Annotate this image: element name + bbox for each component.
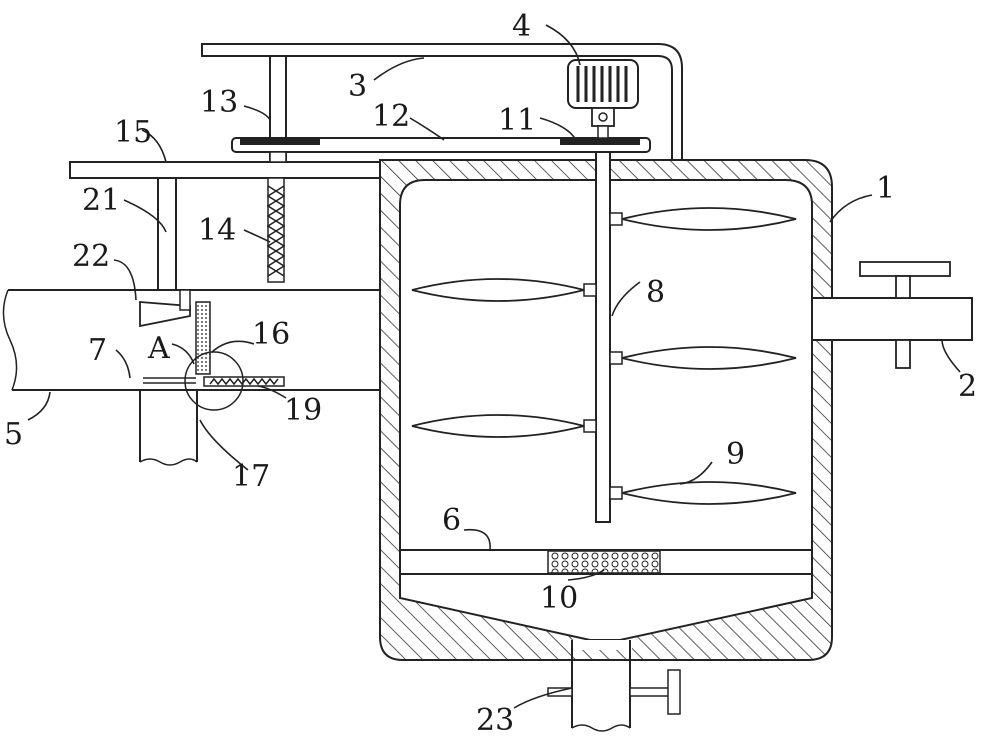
label-4: 4	[512, 9, 531, 44]
label-10: 10	[540, 581, 578, 616]
sieve-plate	[399, 549, 813, 575]
screw-rod	[266, 177, 286, 283]
spring	[209, 377, 279, 386]
inlet-pipe	[2, 289, 380, 466]
leader-lines	[27, 24, 961, 709]
label-17: 17	[232, 459, 270, 494]
gate-plate	[143, 377, 196, 384]
motor	[567, 59, 639, 139]
label-22: 22	[72, 239, 110, 274]
label-16: 16	[252, 317, 290, 352]
valve-handle	[667, 669, 681, 715]
label-11: 11	[498, 103, 536, 138]
label-8: 8	[646, 275, 665, 310]
label-23: 23	[476, 703, 514, 738]
label-6: 6	[442, 503, 461, 538]
detail-circle-a	[184, 351, 244, 411]
label-2: 2	[958, 369, 977, 404]
label-1: 1	[876, 171, 895, 206]
filter-screen	[195, 301, 211, 375]
label-15: 15	[114, 115, 152, 150]
label-a: A	[147, 331, 170, 366]
wedge-block	[139, 301, 191, 328]
label-5: 5	[4, 417, 23, 452]
label-3: 3	[348, 69, 367, 104]
label-19: 19	[284, 393, 322, 428]
mixing-blades	[411, 207, 797, 505]
right-outlet-pipe	[811, 261, 973, 369]
filter-mesh	[547, 550, 661, 574]
top-frame	[201, 43, 683, 161]
valve-stem-left	[547, 687, 573, 697]
stirring-shaft	[595, 151, 611, 523]
drive-belt	[231, 137, 651, 163]
lower-outlet-pipe	[140, 391, 198, 461]
bottom-outlet	[547, 640, 681, 732]
label-7: 7	[88, 333, 107, 368]
valve-stem-right	[629, 687, 671, 697]
support-frame	[69, 161, 381, 311]
label-13: 13	[200, 85, 238, 120]
label-12: 12	[372, 99, 410, 134]
label-14: 14	[198, 213, 236, 248]
label-21: 21	[82, 183, 120, 218]
motor-shaft	[597, 125, 609, 139]
label-9: 9	[726, 437, 745, 472]
